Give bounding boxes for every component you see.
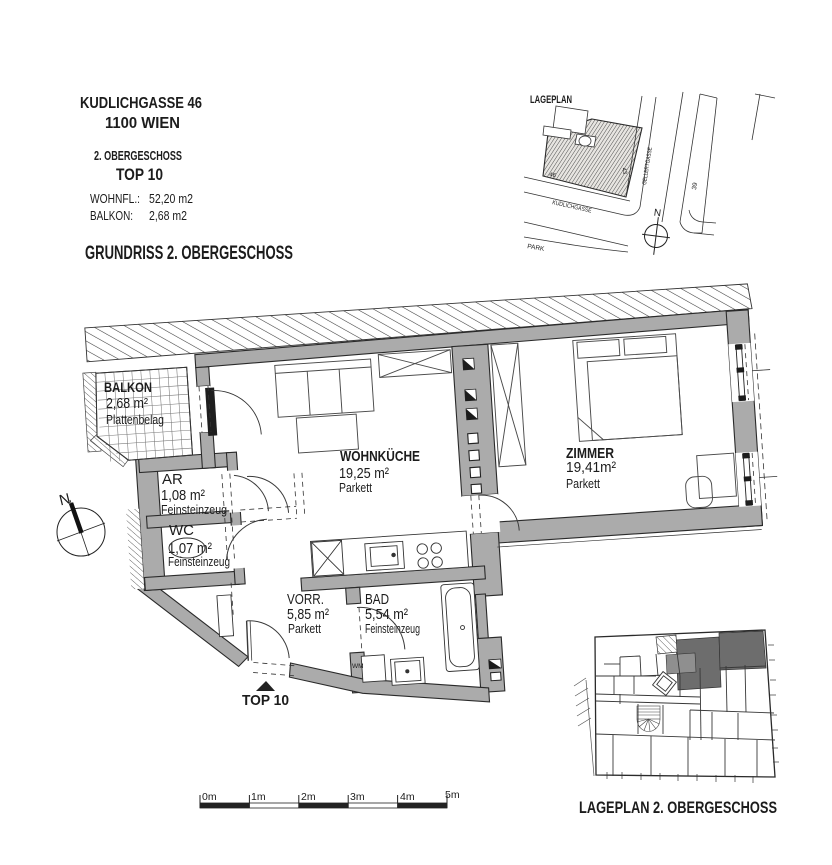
svg-text:19,25 m²: 19,25 m² — [339, 465, 389, 482]
svg-text:1,08 m²: 1,08 m² — [161, 487, 205, 504]
svg-text:N: N — [58, 490, 73, 509]
svg-text:Parkett: Parkett — [339, 481, 372, 495]
svg-text:3m: 3m — [350, 791, 365, 803]
svg-text:Parkett: Parkett — [288, 622, 321, 636]
svg-text:WM: WM — [352, 663, 364, 670]
svg-text:Feinsteinzeug: Feinsteinzeug — [168, 555, 230, 569]
svg-text:Feinsteinzeug: Feinsteinzeug — [365, 622, 420, 636]
svg-text:4m: 4m — [400, 791, 415, 803]
svg-text:LAGEPLAN 2. OBERGESCHOSS: LAGEPLAN 2. OBERGESCHOSS — [579, 798, 777, 817]
svg-text:1100 WIEN: 1100 WIEN — [105, 115, 180, 132]
svg-text:BALKON:: BALKON: — [90, 209, 133, 223]
svg-text:19,41m²: 19,41m² — [566, 459, 616, 476]
svg-text:2,68 m²: 2,68 m² — [106, 396, 148, 412]
svg-text:2m: 2m — [301, 791, 316, 803]
svg-text:5m: 5m — [445, 789, 460, 801]
svg-text:46: 46 — [549, 172, 557, 179]
svg-text:5,85 m²: 5,85 m² — [287, 606, 329, 623]
svg-text:VORR.: VORR. — [287, 591, 324, 608]
svg-text:KUDLICHGASSE 46: KUDLICHGASSE 46 — [80, 95, 202, 112]
svg-text:WC: WC — [169, 522, 194, 539]
svg-text:WOHNKÜCHE: WOHNKÜCHE — [340, 448, 420, 465]
svg-text:KUDLICHGASSE: KUDLICHGASSE — [552, 200, 592, 215]
svg-text:GELLERTGASSE: GELLERTGASSE — [642, 147, 654, 185]
svg-text:ZIMMER: ZIMMER — [566, 445, 614, 462]
svg-text:0m: 0m — [202, 791, 217, 803]
svg-text:5,54 m²: 5,54 m² — [365, 606, 408, 623]
svg-text:BALKON: BALKON — [104, 379, 152, 395]
svg-text:LAGEPLAN: LAGEPLAN — [530, 94, 572, 106]
svg-text:39: 39 — [691, 182, 699, 191]
svg-text:1m: 1m — [251, 791, 266, 803]
svg-text:Plattenbelag: Plattenbelag — [106, 413, 164, 427]
svg-text:AR: AR — [162, 471, 183, 488]
svg-text:TOP 10: TOP 10 — [116, 165, 163, 184]
svg-text:43: 43 — [620, 167, 627, 175]
svg-text:BAD: BAD — [365, 591, 389, 608]
svg-text:1,07 m²: 1,07 m² — [168, 540, 212, 557]
svg-text:TOP 10: TOP 10 — [242, 692, 289, 709]
svg-text:GRUNDRISS 2. OBERGESCHOSS: GRUNDRISS 2. OBERGESCHOSS — [85, 243, 293, 264]
svg-text:Parkett: Parkett — [566, 477, 600, 491]
svg-text:2,68 m2: 2,68 m2 — [149, 209, 187, 223]
svg-text:Feinsteinzeug: Feinsteinzeug — [161, 503, 227, 517]
svg-text:N: N — [653, 208, 662, 220]
svg-text:PARK: PARK — [527, 243, 546, 253]
svg-text:2. OBERGESCHOSS: 2. OBERGESCHOSS — [94, 148, 182, 163]
svg-text:WOHNFL.:: WOHNFL.: — [90, 192, 140, 206]
svg-text:52,20 m2: 52,20 m2 — [149, 192, 193, 206]
